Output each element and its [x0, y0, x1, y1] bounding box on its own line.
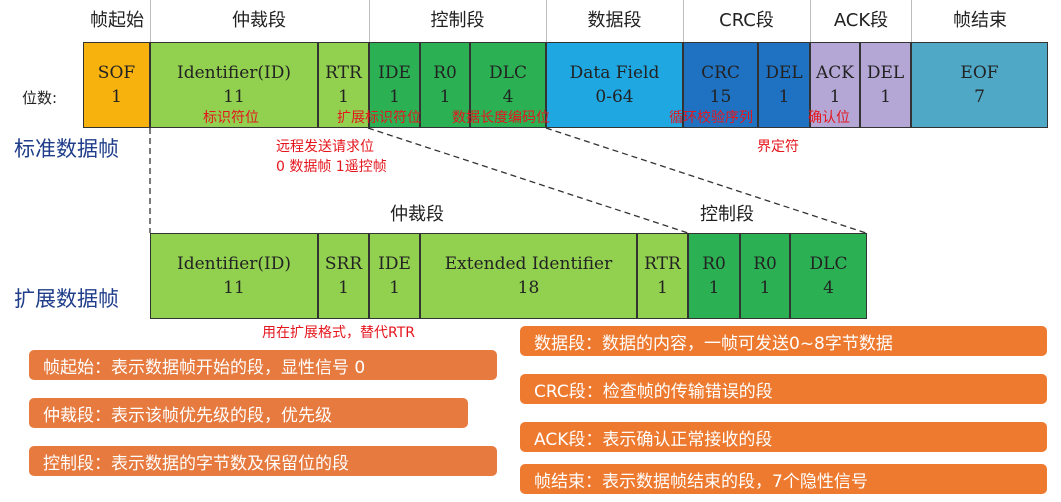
field-name: Identifier(ID): [176, 254, 291, 274]
field-name: DLC: [489, 63, 527, 83]
field-bits: 4: [502, 87, 514, 107]
std-field-rtr: RTR 1: [318, 42, 369, 128]
std-field-sof: SOF 1: [83, 42, 150, 128]
note-arbitration: 仲裁段：表示该帧优先级的段，优先级: [29, 398, 468, 428]
bits-label: 位数:: [22, 89, 58, 107]
separator-line: [150, 0, 151, 42]
field-bits: 1: [759, 278, 771, 298]
note-data: 数据段：数据的内容，一帧可发送0~8字节数据: [520, 326, 1047, 356]
std-field-data-field: Data Field 0-64: [546, 42, 683, 128]
std-field-identifier-id: Identifier(ID) 11: [150, 42, 318, 128]
field-name: ACK: [816, 63, 854, 83]
annotation-rtr-values: 0 数据帧 1遥控帧: [276, 159, 387, 175]
separator-line: [911, 0, 912, 42]
field-bits: 1: [439, 87, 451, 107]
ext-field-extended-identifier: Extended Identifier 18: [420, 233, 637, 319]
field-name: Data Field: [569, 63, 660, 83]
field-name: DEL: [866, 63, 905, 83]
field-name: EOF: [960, 63, 999, 83]
field-bits: 1: [338, 87, 349, 107]
std-field-ide: IDE 1: [369, 42, 420, 128]
field-name: SRR: [324, 254, 363, 274]
field-name: R0: [753, 254, 777, 274]
field-name: RTR: [644, 254, 681, 274]
note-eof: 帧结束：表示数据帧结束的段，7个隐性信号: [520, 464, 1047, 494]
annotation-srr: 用在扩展格式，替代RTR: [262, 325, 415, 341]
field-bits: 1: [338, 278, 349, 298]
header-control: 控制段: [430, 10, 485, 31]
note-crc: CRC段：检查帧的传输错误的段: [520, 374, 1047, 404]
std-field-ack: ACK 1: [810, 42, 860, 128]
ext-header-control: 控制段: [700, 204, 754, 225]
annotation-rtr-desc: 远程发送请求位: [276, 139, 374, 155]
field-bits: 1: [829, 87, 841, 107]
separator-line: [546, 0, 547, 42]
ext-field-rtr: RTR 1: [637, 233, 688, 319]
field-name: RTR: [325, 63, 362, 83]
header-arbitration: 仲裁段: [232, 10, 286, 31]
std-field-dlc: DLC 4: [470, 42, 546, 128]
std-field-del: DEL 1: [758, 42, 810, 128]
field-bits: 15: [709, 87, 732, 107]
field-bits: 1: [708, 278, 720, 298]
separator-line: [683, 0, 684, 42]
field-name: Identifier(ID): [176, 63, 291, 83]
header-eof: 帧结束: [953, 10, 1007, 31]
ext-field-dlc: DLC 4: [790, 233, 867, 319]
field-bits: 1: [880, 87, 891, 107]
standard-frame-label: 标准数据帧: [14, 137, 119, 161]
annotation-delimiter: 界定符: [757, 139, 799, 155]
field-bits: 4: [823, 278, 834, 298]
header-sof: 帧起始: [90, 10, 144, 31]
field-name: DLC: [809, 254, 848, 274]
field-name: CRC: [701, 63, 740, 83]
field-bits: 18: [517, 278, 540, 298]
header-data: 数据段: [587, 10, 642, 31]
std-field-eof: EOF 7: [911, 42, 1048, 128]
ext-header-arbitration: 仲裁段: [390, 204, 444, 225]
annotation-dlc: 数据长度编码位: [452, 110, 550, 126]
separator-line: [369, 0, 370, 42]
field-name: R0: [702, 254, 726, 274]
annotation-identifier: 标识符位: [203, 110, 259, 126]
field-bits: 7: [974, 87, 985, 107]
annotation-crc-sequence: 循环校验序列: [669, 110, 753, 126]
field-bits: 11: [223, 87, 245, 107]
note-sof: 帧起始：表示数据帧开始的段，显性信号 0: [29, 350, 497, 380]
std-field-del: DEL 1: [860, 42, 911, 128]
field-bits: 1: [111, 87, 122, 107]
annotation-ack-bit: 确认位: [808, 110, 850, 126]
field-bits: 0-64: [595, 87, 634, 107]
ext-field-srr: SRR 1: [318, 233, 369, 319]
field-name: R0: [433, 63, 457, 83]
header-ack: ACK段: [833, 10, 889, 31]
annotation-ext-identifier: 扩展标识符位: [337, 110, 421, 126]
header-crc: CRC段: [719, 10, 774, 31]
field-bits: 1: [389, 87, 400, 107]
field-name: Extended Identifier: [444, 254, 613, 274]
std-field-crc: CRC 15: [683, 42, 758, 128]
extended-frame-label: 扩展数据帧: [14, 287, 119, 311]
field-name: IDE: [378, 63, 411, 83]
ext-field-identifier-id: Identifier(ID) 11: [150, 233, 318, 319]
field-name: SOF: [97, 63, 136, 83]
note-ack: ACK段：表示确认正常接收的段: [520, 422, 1047, 452]
separator-line: [810, 0, 811, 42]
ext-field-ide: IDE 1: [369, 233, 420, 319]
field-bits: 11: [223, 278, 245, 298]
field-bits: 1: [778, 87, 790, 107]
field-name: DEL: [765, 63, 803, 83]
field-bits: 1: [657, 278, 668, 298]
field-bits: 1: [389, 278, 400, 298]
field-name: IDE: [378, 254, 411, 274]
note-control: 控制段：表示数据的字节数及保留位的段: [29, 446, 497, 476]
